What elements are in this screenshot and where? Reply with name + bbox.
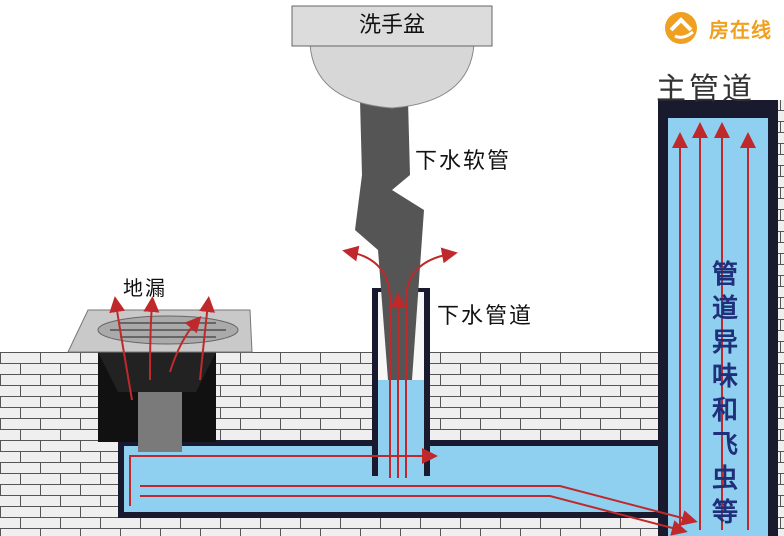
main-pipe-label: 主管道 xyxy=(656,72,755,107)
floor-drain-label: 地漏 xyxy=(123,276,167,300)
basin-bowl xyxy=(309,43,475,109)
basin-counter xyxy=(291,5,493,47)
house-logo-icon xyxy=(665,12,697,44)
logo-text: 房在线 xyxy=(709,17,772,42)
hose-label: 下水软管 xyxy=(415,149,512,174)
basin-label: 洗手盆 xyxy=(358,13,425,38)
smell-insects-label: 管道异味和飞虫等 xyxy=(712,260,739,528)
odor-arrows xyxy=(109,122,756,536)
main-pipe-water xyxy=(668,118,768,536)
site-logo: 房在线 xyxy=(663,10,772,46)
drain-pipe-label: 下水管道 xyxy=(437,304,534,329)
